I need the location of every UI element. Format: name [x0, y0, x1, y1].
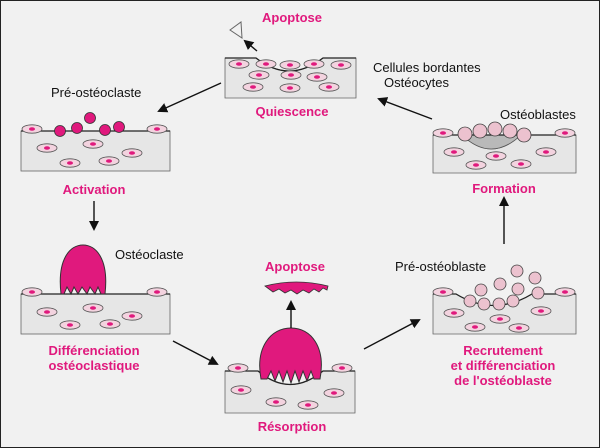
resorption-stage-label: Résorption [257, 419, 327, 434]
recruitment-stage-label-3: de l'ostéoblaste [454, 373, 552, 388]
quiescence-stage-label: Quiescence [255, 104, 329, 119]
differentiation-stage-label-2: ostéoclastique [48, 358, 140, 373]
quiescence-apoptose-label: Apoptose [262, 10, 322, 25]
differentiation-bone-panel [20, 244, 171, 335]
resorption-apoptose-label: Apoptose [265, 259, 325, 274]
recruitment-bone-panel [432, 264, 577, 335]
formation-bone-panel [432, 121, 577, 174]
cells-bordantes-label: Cellules bordantes [373, 60, 481, 75]
pre-osteoclaste-label: Pré-ostéoclaste [51, 85, 142, 100]
quiescence-bone-panel [224, 21, 357, 99]
activation-bone-panel [20, 112, 171, 172]
differentiation-stage-label-1: Différenciation [48, 343, 140, 358]
osteoclaste-label: Ostéoclaste [115, 247, 184, 262]
activation-stage-label: Activation [62, 182, 126, 197]
cycle-arrows [89, 39, 509, 365]
osteoblastes-label: Ostéoblastes [500, 107, 576, 122]
osteocytes-label: Ostéocytes [384, 75, 450, 90]
recruitment-stage-label-1: Recrutement [463, 343, 543, 358]
resorption-bone-panel [224, 281, 356, 414]
pre-osteoblaste-label: Pré-ostéoblaste [395, 259, 487, 274]
formation-stage-label: Formation [472, 181, 536, 196]
recruitment-stage-label-2: et différenciation [450, 358, 556, 373]
